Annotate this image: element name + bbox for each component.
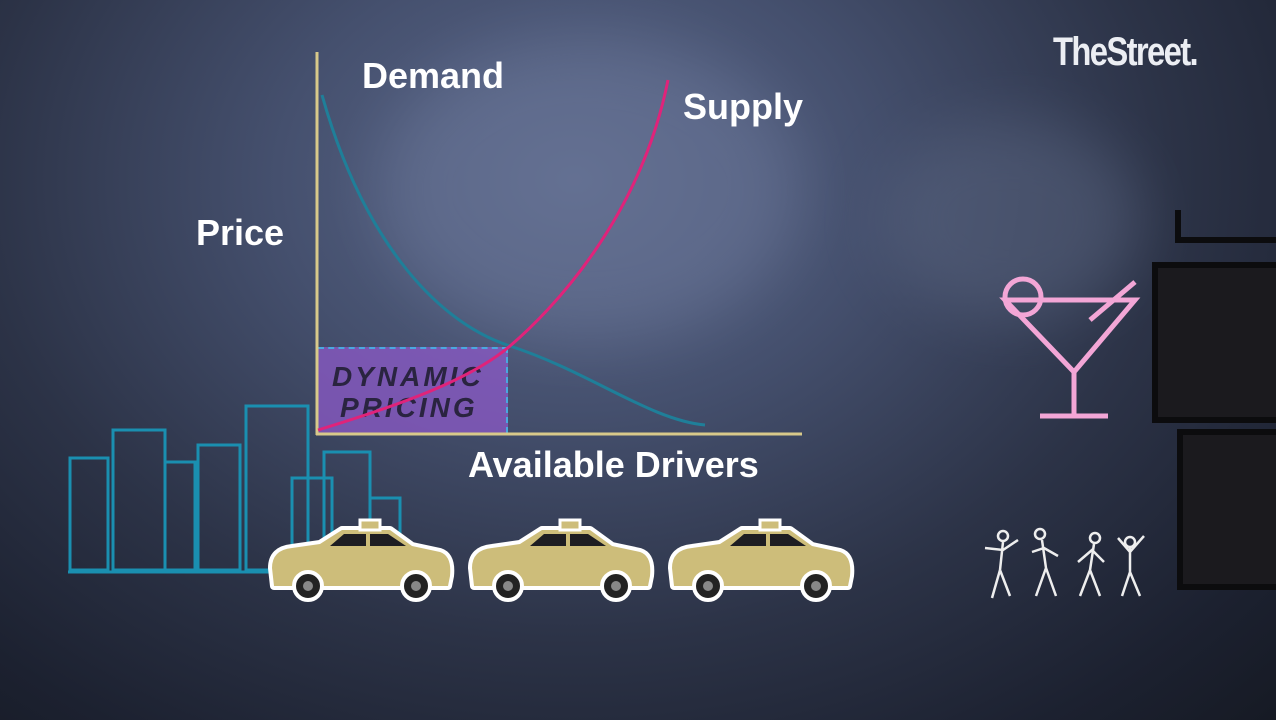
- taxi-icon: [272, 520, 450, 600]
- building-outline: [1152, 210, 1276, 590]
- cocktail-icon: [999, 276, 1141, 419]
- dynamic-pricing-line2: PRICING: [340, 392, 478, 423]
- demand-curve: [320, 94, 706, 427]
- supply-curve: [317, 79, 670, 432]
- taxi-icon: [472, 520, 650, 600]
- supply-label: Supply: [683, 86, 804, 127]
- dynamic-pricing-line1: DYNAMIC: [332, 361, 484, 392]
- chart-axes: [315, 52, 802, 436]
- brand-logo: TheStreet.: [1053, 30, 1199, 74]
- dancing-people-icon: [984, 527, 1145, 599]
- background-blur: [380, 40, 800, 340]
- demand-label: Demand: [362, 55, 505, 96]
- x-axis-label: Available Drivers: [468, 444, 759, 485]
- taxi-icon: [672, 520, 850, 600]
- y-axis-label: Price: [196, 212, 285, 253]
